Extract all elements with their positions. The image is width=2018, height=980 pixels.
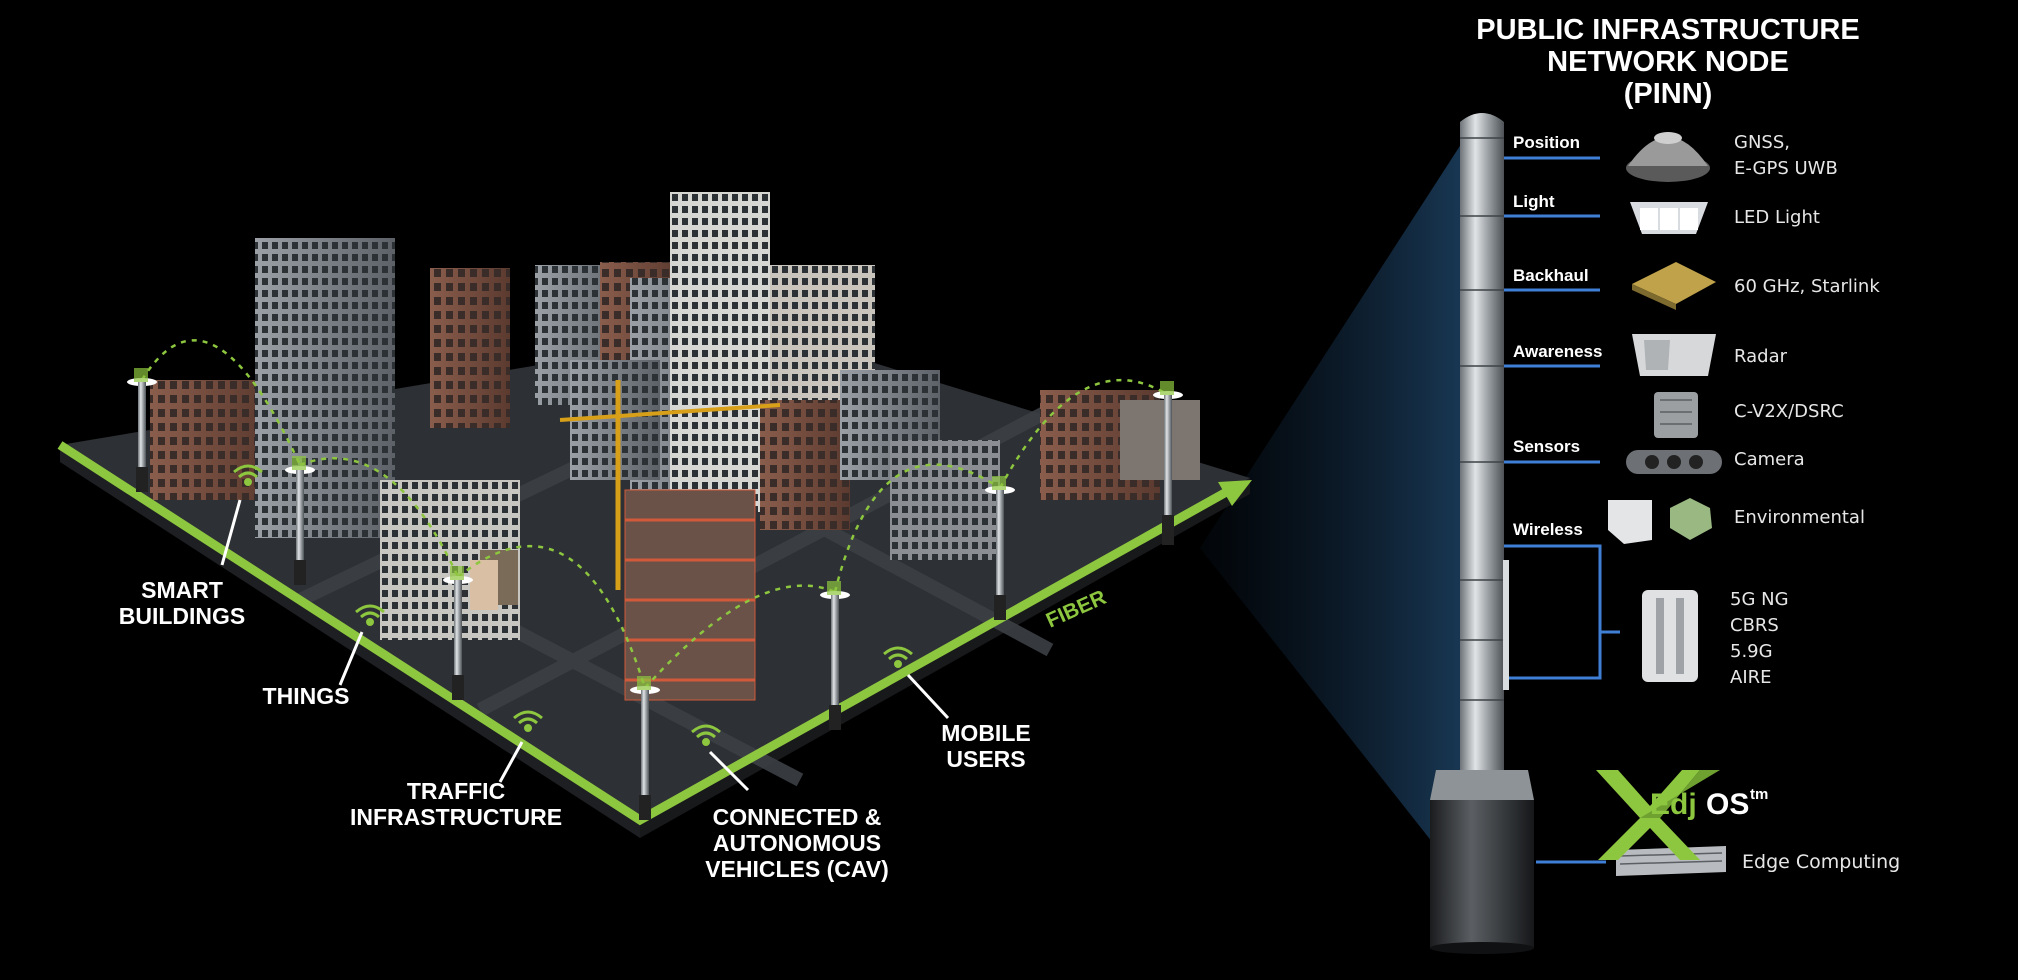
feature-gnss-line-1: GNSS,	[1734, 132, 1790, 153]
feature-wireless-5g: 5G NG	[1730, 589, 1789, 610]
projection-beam	[1200, 118, 1478, 900]
radar-icon	[1632, 334, 1716, 376]
callout-smart-buildings-line-1: SMART	[141, 577, 223, 603]
callout-cav: CONNECTED & AUTONOMOUS VEHICLES (CAV)	[702, 804, 892, 882]
feature-edge-computing: Edge Computing	[1742, 851, 1901, 873]
category-light: Light	[1513, 192, 1555, 211]
camera-icon	[1626, 450, 1722, 474]
feature-wireless-59g: 5.9G	[1730, 641, 1773, 662]
wifi-icons	[233, 464, 913, 746]
edjos-logo-mark	[1596, 770, 1720, 860]
gnss-module-icon	[1626, 132, 1710, 182]
wireless-radio-icon	[1642, 590, 1698, 682]
fiber-arrowhead	[1218, 480, 1252, 506]
callout-mobile-users: MOBILE USERS	[926, 720, 1046, 772]
title-line-3: (PINN)	[1623, 78, 1713, 110]
backhaul-antenna-icon	[1632, 262, 1716, 310]
pinn-pole	[1430, 113, 1534, 954]
feature-wireless-aire: AIRE	[1730, 667, 1772, 688]
led-light-icon	[1630, 202, 1708, 234]
mesh-links	[140, 339, 1169, 689]
environmental-sensor-icon	[1608, 498, 1712, 544]
category-sensors: Sensors	[1513, 437, 1581, 456]
edjos-logo-tm: tm	[1750, 786, 1769, 803]
title-line-2: NETWORK NODE	[1547, 46, 1789, 78]
feature-camera: Camera	[1734, 449, 1805, 470]
callout-traffic-line-2: INFRASTRUCTURE	[350, 804, 563, 830]
component-icons	[1608, 132, 1726, 876]
feature-gnss: GNSS, E-GPS UWB	[1734, 130, 1838, 182]
callout-mobile-line-1: MOBILE	[941, 720, 1031, 746]
callout-mobile-line-2: USERS	[946, 746, 1026, 772]
feature-led-light: LED Light	[1734, 207, 1820, 228]
feature-wireless-cbrs: CBRS	[1730, 615, 1779, 636]
feature-gnss-line-2: E-GPS UWB	[1734, 158, 1838, 179]
feature-cv2x-dsrc: C-V2X/DSRC	[1734, 401, 1844, 422]
callout-things: THINGS	[252, 683, 360, 709]
feature-radar: Radar	[1734, 346, 1787, 367]
callout-traffic-line-1: TRAFFIC	[406, 778, 506, 804]
category-wireless: Wireless	[1513, 520, 1583, 539]
city-buildings	[150, 192, 1200, 701]
callout-things-text: THINGS	[262, 683, 350, 709]
callout-cav-line-3: VEHICLES (CAV)	[705, 856, 889, 882]
category-awareness: Awareness	[1513, 342, 1603, 361]
feature-environmental: Environmental	[1734, 507, 1865, 528]
city-poles	[127, 368, 1183, 820]
cv2x-radio-icon	[1654, 392, 1698, 438]
callout-cav-line-2: AUTONOMOUS	[712, 830, 882, 856]
category-position: Position	[1513, 133, 1581, 152]
callout-leaders	[220, 499, 950, 792]
category-connectors	[1500, 156, 1620, 864]
feature-60ghz-starlink: 60 GHz, Starlink	[1734, 276, 1880, 297]
callout-traffic-infrastructure: TRAFFIC INFRASTRUCTURE	[350, 778, 562, 830]
edge-server-icon	[1616, 846, 1726, 876]
page-title: PUBLIC INFRASTRUCTURE NETWORK NODE (PINN…	[1448, 14, 1888, 110]
feature-wireless-list: 5G NG CBRS 5.9G AIRE	[1730, 587, 1789, 691]
edjos-logo-os: OS	[1706, 788, 1750, 821]
callout-smart-buildings-line-2: BUILDINGS	[118, 603, 246, 629]
edjos-logo-edj: Edj	[1650, 788, 1697, 821]
callout-smart-buildings: SMART BUILDINGS	[108, 577, 256, 629]
category-backhaul: Backhaul	[1513, 266, 1589, 285]
title-line-1: PUBLIC INFRASTRUCTURE	[1476, 14, 1860, 46]
callout-cav-line-1: CONNECTED &	[712, 804, 882, 830]
